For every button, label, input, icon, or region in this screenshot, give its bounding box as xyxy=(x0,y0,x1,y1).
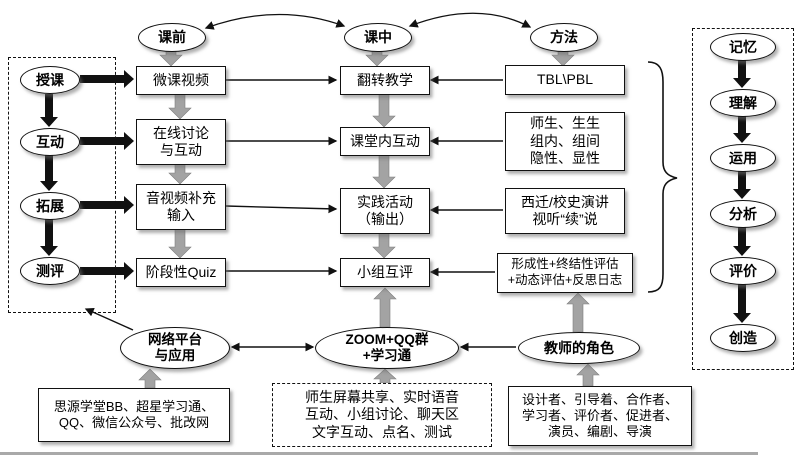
arrow-practice-to-peer xyxy=(372,231,396,259)
arrow-video-to-discussion xyxy=(168,92,192,120)
arrow-extend-to-assess xyxy=(40,219,58,256)
box-teacher-roles: 设计者、引导着、合作者、 学习者、评价者、促进者、 演员、编剧、导演 xyxy=(508,386,692,446)
box-av-supplement: 音视频补充 输入 xyxy=(136,184,226,230)
box-micro-video: 微课视频 xyxy=(136,66,226,95)
arrow-discussion-to-av xyxy=(168,162,192,185)
box-zoom-functions: 师生屏幕共享、实时语音 互动、小组讨论、聊天区 文字互动、点名、测试 xyxy=(272,383,492,447)
arrow-zoom-up xyxy=(373,287,397,328)
arrow-av-to-quiz xyxy=(168,227,192,259)
arrow-assess-right xyxy=(80,262,134,280)
stage-assess: 测评 xyxy=(20,257,80,285)
node-zoom-qq-tools: ZOOM+QQ群 +学习通 xyxy=(315,327,459,369)
node-method: 方法 xyxy=(530,23,598,52)
arrow-understand-apply xyxy=(733,116,751,143)
thin-connector-arrows xyxy=(84,75,516,352)
bloom-analyze: 分析 xyxy=(710,200,776,228)
box-stage-quiz: 阶段性Quiz xyxy=(136,258,226,287)
arrow-teacher-detail-up xyxy=(576,363,600,387)
arc-preclass-inclass xyxy=(204,13,346,30)
node-pre-class: 课前 xyxy=(138,23,206,52)
line-av-to-practice xyxy=(225,204,338,214)
black-block-arrows xyxy=(40,60,751,323)
node-in-class: 课中 xyxy=(344,23,412,52)
arrow-remember-understand xyxy=(733,60,751,88)
stage-teach: 授课 xyxy=(20,66,80,94)
arrow-apply-analyze xyxy=(733,171,751,199)
arc-inclass-method xyxy=(408,12,532,28)
node-teacher-role: 教师的角色 xyxy=(518,332,640,364)
arrow-teach-right xyxy=(80,70,134,88)
arrow-extend-right xyxy=(80,196,134,214)
node-network-platform: 网络平台 与应用 xyxy=(120,327,230,369)
box-interaction-types: 师生、生生 组内、组间 隐性、显性 xyxy=(505,112,625,171)
line-platform-to-panel xyxy=(84,308,134,331)
arrow-evaluate-create xyxy=(733,284,751,323)
stage-interact: 互动 xyxy=(20,128,80,156)
pre-stages-panel xyxy=(8,57,116,313)
arrow-flipped-to-classroom xyxy=(372,92,396,128)
arrow-method-down xyxy=(551,49,575,67)
arrow-interact-to-extend xyxy=(40,155,58,191)
box-flipped-teaching: 翻转教学 xyxy=(340,66,430,95)
stage-extend: 拓展 xyxy=(20,192,80,220)
bloom-create: 创造 xyxy=(710,324,776,352)
top-curved-arrows xyxy=(204,12,532,30)
box-practice-activity: 实践活动 （输出） xyxy=(340,188,430,234)
arrow-tools-detail-up xyxy=(373,368,397,384)
box-tbl-pbl: TBL\PBL xyxy=(505,65,625,95)
box-online-discussion: 在线讨论 与互动 xyxy=(136,119,226,165)
arrow-analyze-evaluate xyxy=(733,227,751,256)
arrow-inclass-down xyxy=(365,49,389,67)
curly-brace xyxy=(647,61,678,293)
box-speech-activity: 西迁/校史演讲 视听“续”说 xyxy=(505,188,625,234)
box-platform-apps: 思源学堂BB、超星学习通、 QQ、微信公众号、批改网 xyxy=(38,388,230,442)
bloom-apply: 运用 xyxy=(710,144,776,172)
gray-block-arrows xyxy=(138,49,600,389)
arrow-teacherrole-up xyxy=(566,292,590,333)
bloom-understand: 理解 xyxy=(710,89,776,117)
bloom-remember: 记忆 xyxy=(710,33,776,61)
arrow-preclass-down xyxy=(159,49,183,67)
box-classroom-interaction: 课堂内互动 xyxy=(340,127,430,156)
slide-bottom-rule xyxy=(0,452,758,455)
bloom-taxonomy-panel xyxy=(692,28,794,370)
bloom-evaluate: 评价 xyxy=(710,257,776,285)
arrow-teach-to-interact xyxy=(40,94,58,127)
arrow-interact-right xyxy=(80,132,134,150)
box-peer-review: 小组互评 xyxy=(340,258,430,287)
box-assessment-methods: 形成性+终结性评估 +动态评估+反思日志 xyxy=(497,253,633,293)
arrow-classroom-to-practice xyxy=(372,153,396,189)
arrow-platform-detail-up xyxy=(138,368,162,389)
